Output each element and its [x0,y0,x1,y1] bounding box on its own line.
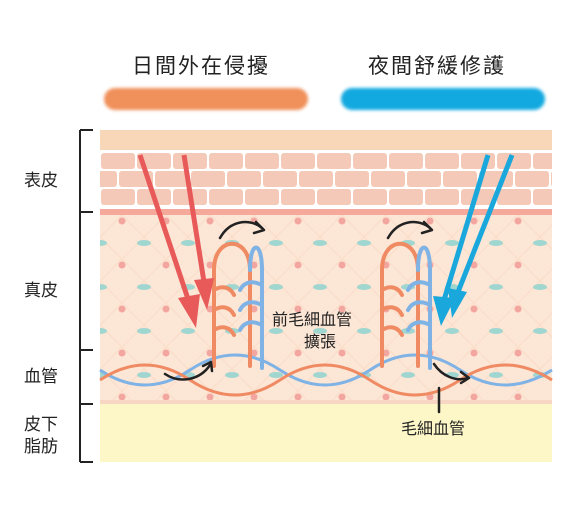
left-capillary-loop [212,241,264,370]
day-color-bar [104,88,308,110]
layer-bracket [79,129,93,463]
right-title: 夜間舒緩修護 [368,54,506,78]
skin-surface [100,130,552,150]
subcutis-layer [100,402,552,462]
red-arrows [137,154,214,328]
vessel-label: 血管 [24,367,58,387]
night-color-bar [341,88,545,110]
capillary-label: 毛細血管 [401,419,465,438]
subcutis-label-line2: 脂肪 [24,437,58,457]
flow-arrows [163,220,471,414]
dermis-label: 真皮 [24,281,58,301]
vessel-network [99,353,553,397]
subcutis-label-line1: 皮下 [24,415,58,435]
left-title: 日間外在侵擾 [132,54,270,78]
epidermis-label: 表皮 [24,171,58,191]
blue-arrows [433,154,515,326]
right-capillary-loop [380,241,432,370]
dilated-label-line1: 前毛細血管 [272,310,352,329]
dilated-label-line2: 擴張 [304,332,336,351]
